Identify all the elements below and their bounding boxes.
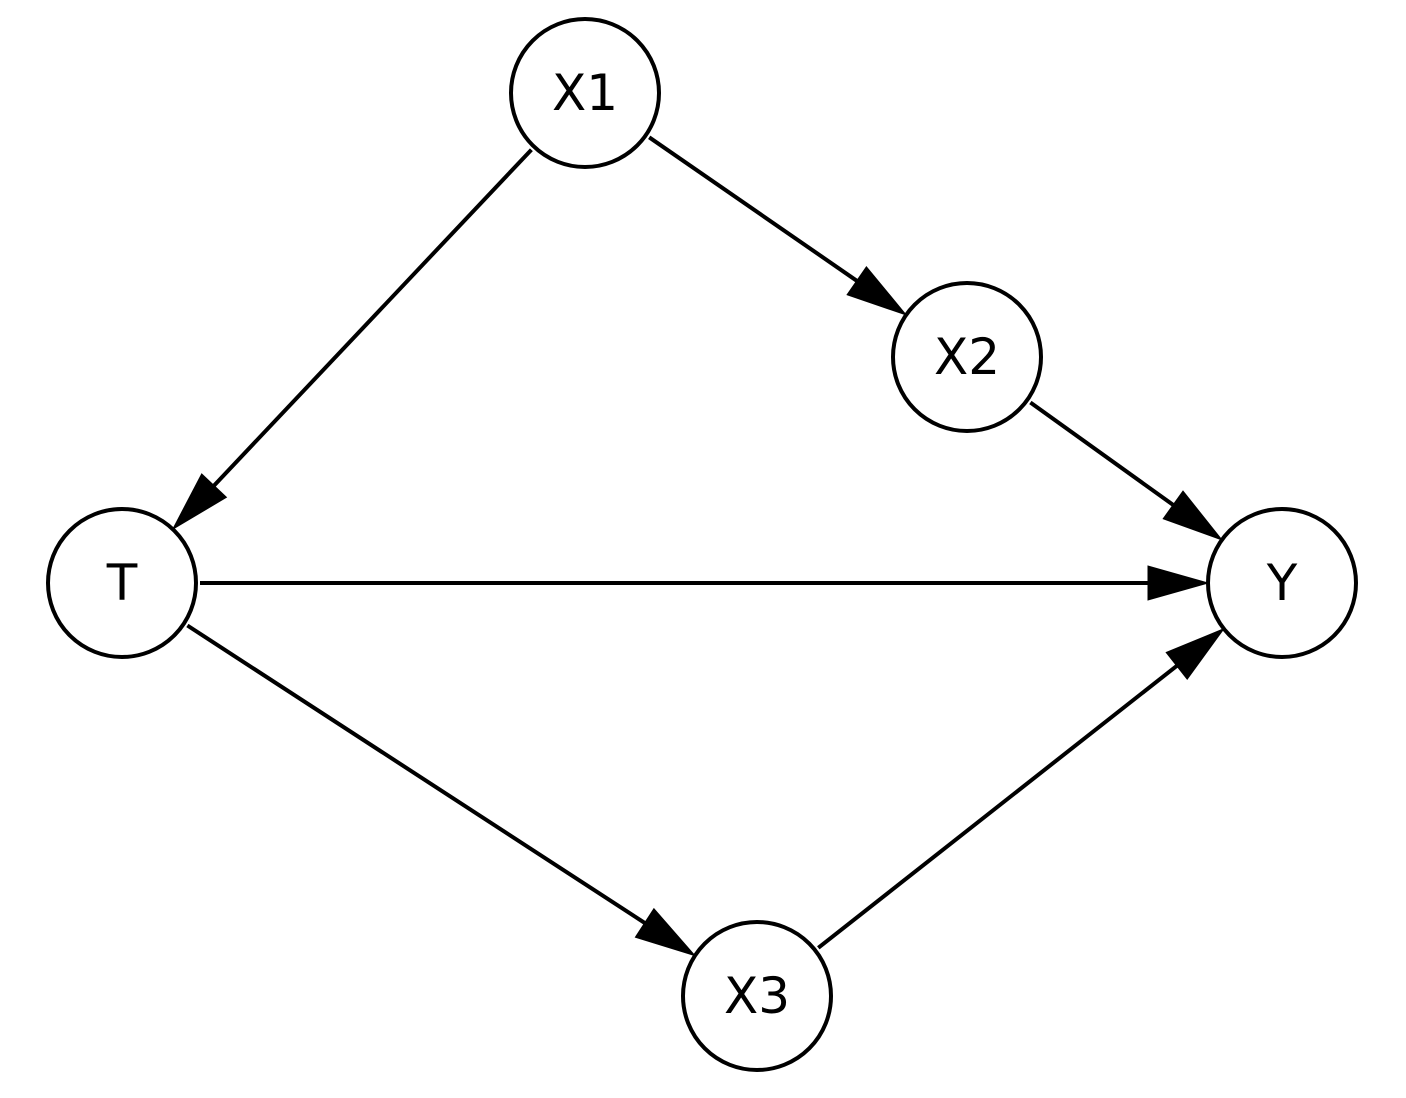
node-x2[interactable]: X2 — [891, 281, 1043, 433]
nodes: X1 X2 T Y X3 — [46, 17, 1358, 1072]
edge-x3-to-y — [817, 627, 1226, 950]
node-x2-label: X2 — [934, 328, 1000, 386]
node-y[interactable]: Y — [1206, 507, 1358, 659]
node-t[interactable]: T — [46, 507, 198, 659]
node-x3-label: X3 — [724, 967, 790, 1025]
edge-x2-to-y-line — [1029, 400, 1175, 507]
edge-x1-to-x2-line — [648, 135, 858, 283]
edge-x1-to-t — [171, 148, 533, 531]
edge-x2-to-y — [1029, 400, 1224, 541]
node-x1[interactable]: X1 — [509, 17, 661, 169]
node-x1-circle — [509, 17, 661, 169]
edge-t-to-y-arrowhead — [1147, 565, 1210, 601]
edge-x1-to-t-line — [212, 148, 533, 487]
edges — [171, 135, 1226, 957]
node-x2-circle — [891, 281, 1043, 433]
edge-t-to-x3 — [186, 623, 697, 957]
edge-x1-to-x2-arrowhead — [846, 265, 908, 316]
node-t-label: T — [106, 554, 138, 612]
node-t-circle — [46, 507, 198, 659]
edge-x1-to-x2 — [648, 135, 908, 316]
edge-t-to-x3-arrowhead — [634, 907, 697, 957]
node-x3-circle — [681, 920, 833, 1072]
node-y-label: Y — [1266, 554, 1298, 612]
edge-x1-to-t-arrowhead — [171, 473, 228, 531]
node-x1-label: X1 — [552, 64, 618, 122]
node-x3[interactable]: X3 — [681, 920, 833, 1072]
node-y-circle — [1206, 507, 1358, 659]
edge-x3-to-y-line — [817, 664, 1178, 950]
edge-x3-to-y-arrowhead — [1165, 627, 1226, 681]
edge-x2-to-y-arrowhead — [1162, 490, 1224, 541]
edge-t-to-y — [200, 565, 1210, 601]
edge-t-to-x3-line — [186, 623, 646, 925]
